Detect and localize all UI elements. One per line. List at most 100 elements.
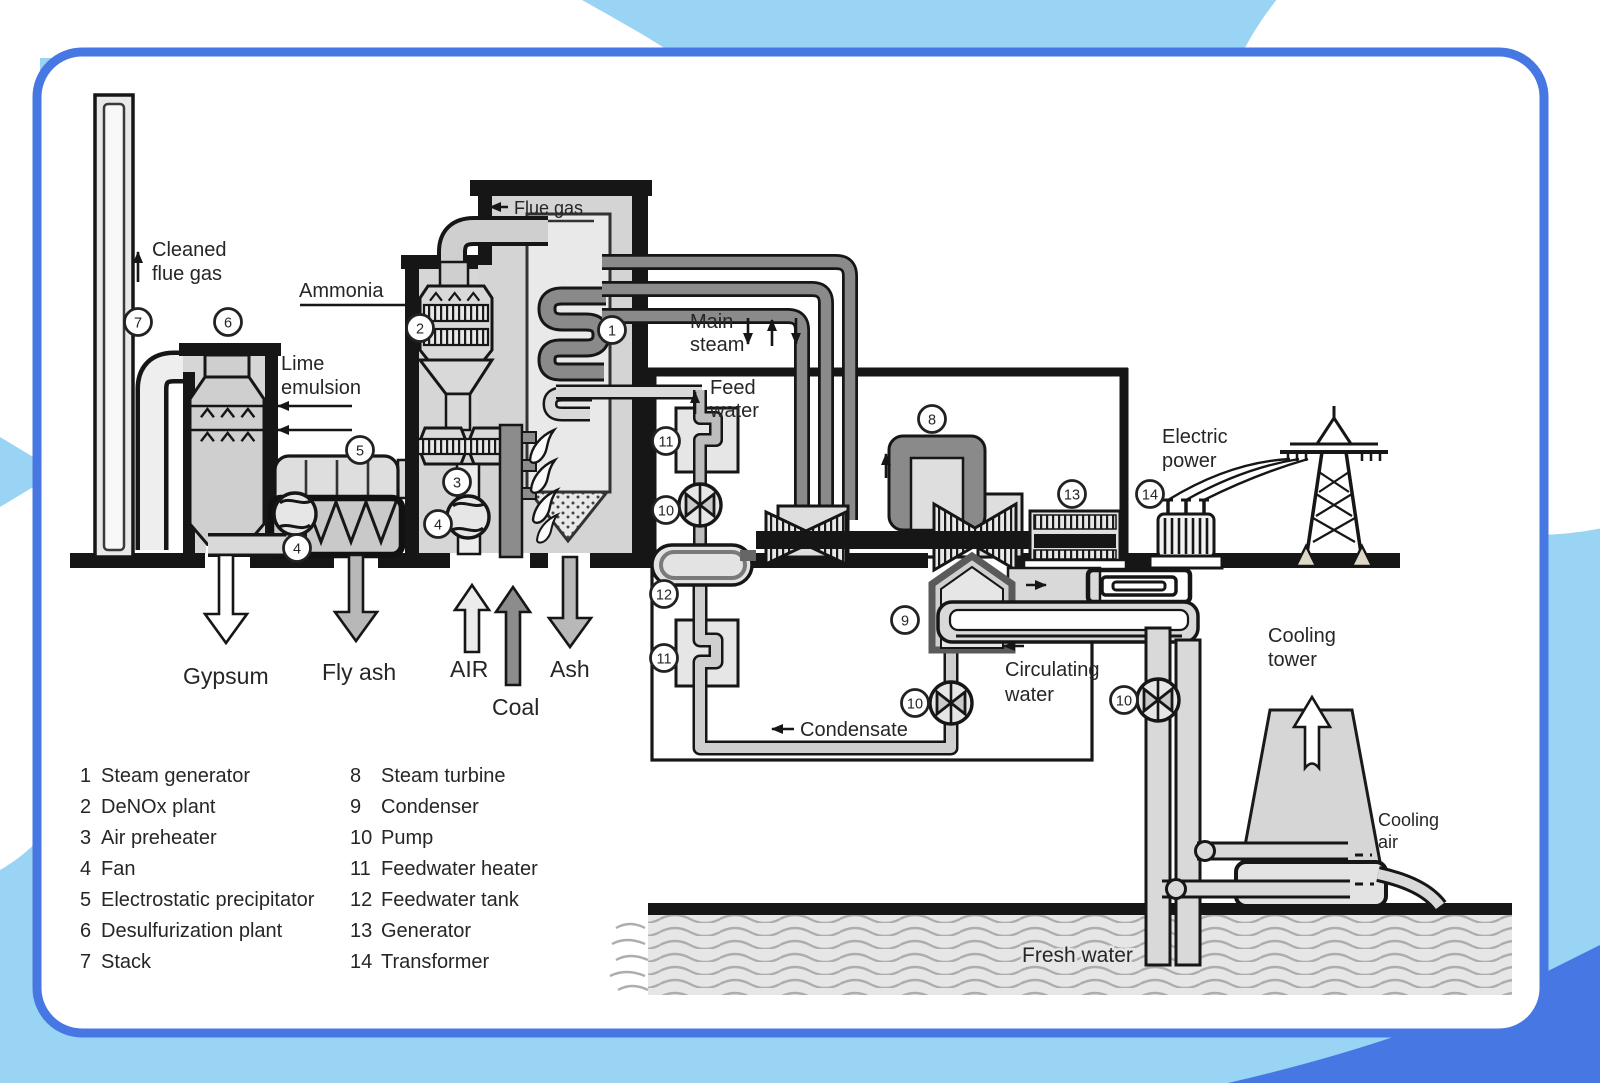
main-steam-pipes (602, 254, 858, 520)
marker-12: 12 (649, 579, 679, 609)
cleaned-flue-gas-label: flue gas (152, 263, 222, 285)
legend-label: Fan (101, 858, 135, 880)
coal-label: Coal (492, 694, 539, 720)
water-ripples-left (609, 922, 649, 992)
air-label: AIR (450, 656, 488, 682)
fan-icon (445, 494, 491, 540)
cooling-tower-label: Cooling (1268, 625, 1336, 647)
legend-label: Condenser (381, 796, 479, 818)
cleaned-flue-gas-label: Cleaned (152, 239, 227, 261)
legend-label: DeNOx plant (101, 796, 216, 818)
pump-icon (1135, 677, 1181, 723)
pump-icon (928, 680, 974, 726)
marker-10-label: 10 (907, 697, 923, 713)
fresh-water-label: Fresh water (1022, 944, 1133, 967)
legend-label: Desulfurization plant (101, 920, 283, 942)
marker-7: 7 (123, 307, 153, 337)
legend-label: Transformer (381, 951, 490, 973)
cooling-water-pipes (1162, 840, 1447, 912)
ash-arrow (546, 555, 594, 650)
background-wedge-bottom-right (1228, 945, 1600, 1083)
gypsum-arrow (202, 553, 250, 646)
legend-num: 9 (350, 796, 361, 818)
background-wedge-left (0, 437, 58, 507)
marker-8-label: 8 (928, 413, 936, 429)
electric-power-label: power (1162, 450, 1217, 472)
marker-3-label: 3 (453, 476, 461, 492)
fresh-water-body (609, 903, 1512, 995)
flue-gas-label: Flue gas (514, 198, 583, 218)
condenser (928, 551, 1200, 654)
cooling-air-label: air (1378, 832, 1398, 852)
legend-num: 1 (80, 765, 91, 787)
vapor-arrow (1291, 694, 1333, 772)
legend-num: 12 (350, 889, 372, 911)
legend-num: 5 (80, 889, 91, 911)
legend-label: Feedwater heater (381, 858, 538, 880)
marker-1-label: 1 (608, 324, 616, 340)
legend-num: 13 (350, 920, 372, 942)
marker-4b: 4 (423, 509, 453, 539)
main-steam-label: steam (690, 334, 744, 356)
legend-label: Air preheater (101, 827, 217, 849)
legend-num: 10 (350, 827, 372, 849)
lime-emulsion-label: emulsion (281, 377, 361, 399)
coal-feed-column (498, 423, 537, 559)
legend-label: Feedwater tank (381, 889, 520, 911)
marker-11-label: 11 (658, 435, 673, 451)
ash-label: Ash (550, 656, 590, 682)
gypsum-label: Gypsum (183, 663, 269, 689)
steam-turbine (756, 434, 1032, 573)
fan-icon (272, 491, 318, 537)
flow-arrows (133, 202, 1047, 734)
marker-10b: 10 (900, 688, 930, 718)
marker-13-label: 13 (1064, 488, 1080, 504)
legend-num: 11 (350, 858, 371, 880)
legend-num: 2 (80, 796, 91, 818)
marker-10-label: 10 (658, 504, 674, 520)
feedwater-tank (650, 543, 756, 587)
condensate-label: Condensate (800, 719, 908, 741)
feed-water-label: water (709, 400, 759, 422)
legend-num: 3 (80, 827, 91, 849)
coal-arrow (493, 584, 533, 687)
legend-label: Steam turbine (381, 765, 506, 787)
legend-label: Generator (381, 920, 471, 942)
circulating-water-label: Circulating (1005, 659, 1099, 681)
lime-emulsion-label: Lime (281, 353, 324, 375)
pump-icon (677, 482, 723, 528)
fly-ash-arrow (332, 553, 380, 644)
marker-8: 8 (917, 404, 947, 434)
feed-water-label: Feed (710, 377, 756, 399)
legend-num: 8 (350, 765, 361, 787)
transformer (1148, 498, 1224, 570)
marker-3: 3 (442, 467, 472, 497)
desulfurization-plant (179, 343, 281, 568)
marker-7-label: 7 (134, 316, 142, 332)
marker-14: 14 (1135, 479, 1165, 509)
turbine-shaft (756, 531, 1032, 549)
legend-label: Pump (381, 827, 433, 849)
scrubber-tower (188, 375, 266, 547)
marker-2-label: 2 (416, 322, 424, 338)
marker-10-label: 10 (1116, 694, 1132, 710)
marker-5-label: 5 (356, 444, 364, 460)
marker-12-label: 12 (656, 588, 672, 604)
ammonia-label: Ammonia (299, 280, 384, 302)
fly-ash-label: Fly ash (322, 659, 396, 685)
cooling-tower-label: tower (1268, 649, 1317, 671)
marker-11a: 11 (651, 426, 681, 456)
legend: 1 Steam generator 2 DeNOx plant 3 Air pr… (80, 765, 538, 973)
transmission-tower (1280, 406, 1388, 568)
electric-power-label: Electric (1162, 426, 1228, 448)
main-steam-label: Main (690, 311, 733, 333)
legend-num: 7 (80, 951, 91, 973)
power-lines (1167, 457, 1309, 502)
marker-4-label: 4 (293, 542, 301, 558)
marker-6: 6 (213, 307, 243, 337)
marker-9: 9 (890, 605, 920, 635)
marker-9-label: 9 (901, 614, 909, 630)
circulating-water-label: water (1004, 684, 1054, 706)
denox-catalyst-vessel (416, 260, 495, 432)
